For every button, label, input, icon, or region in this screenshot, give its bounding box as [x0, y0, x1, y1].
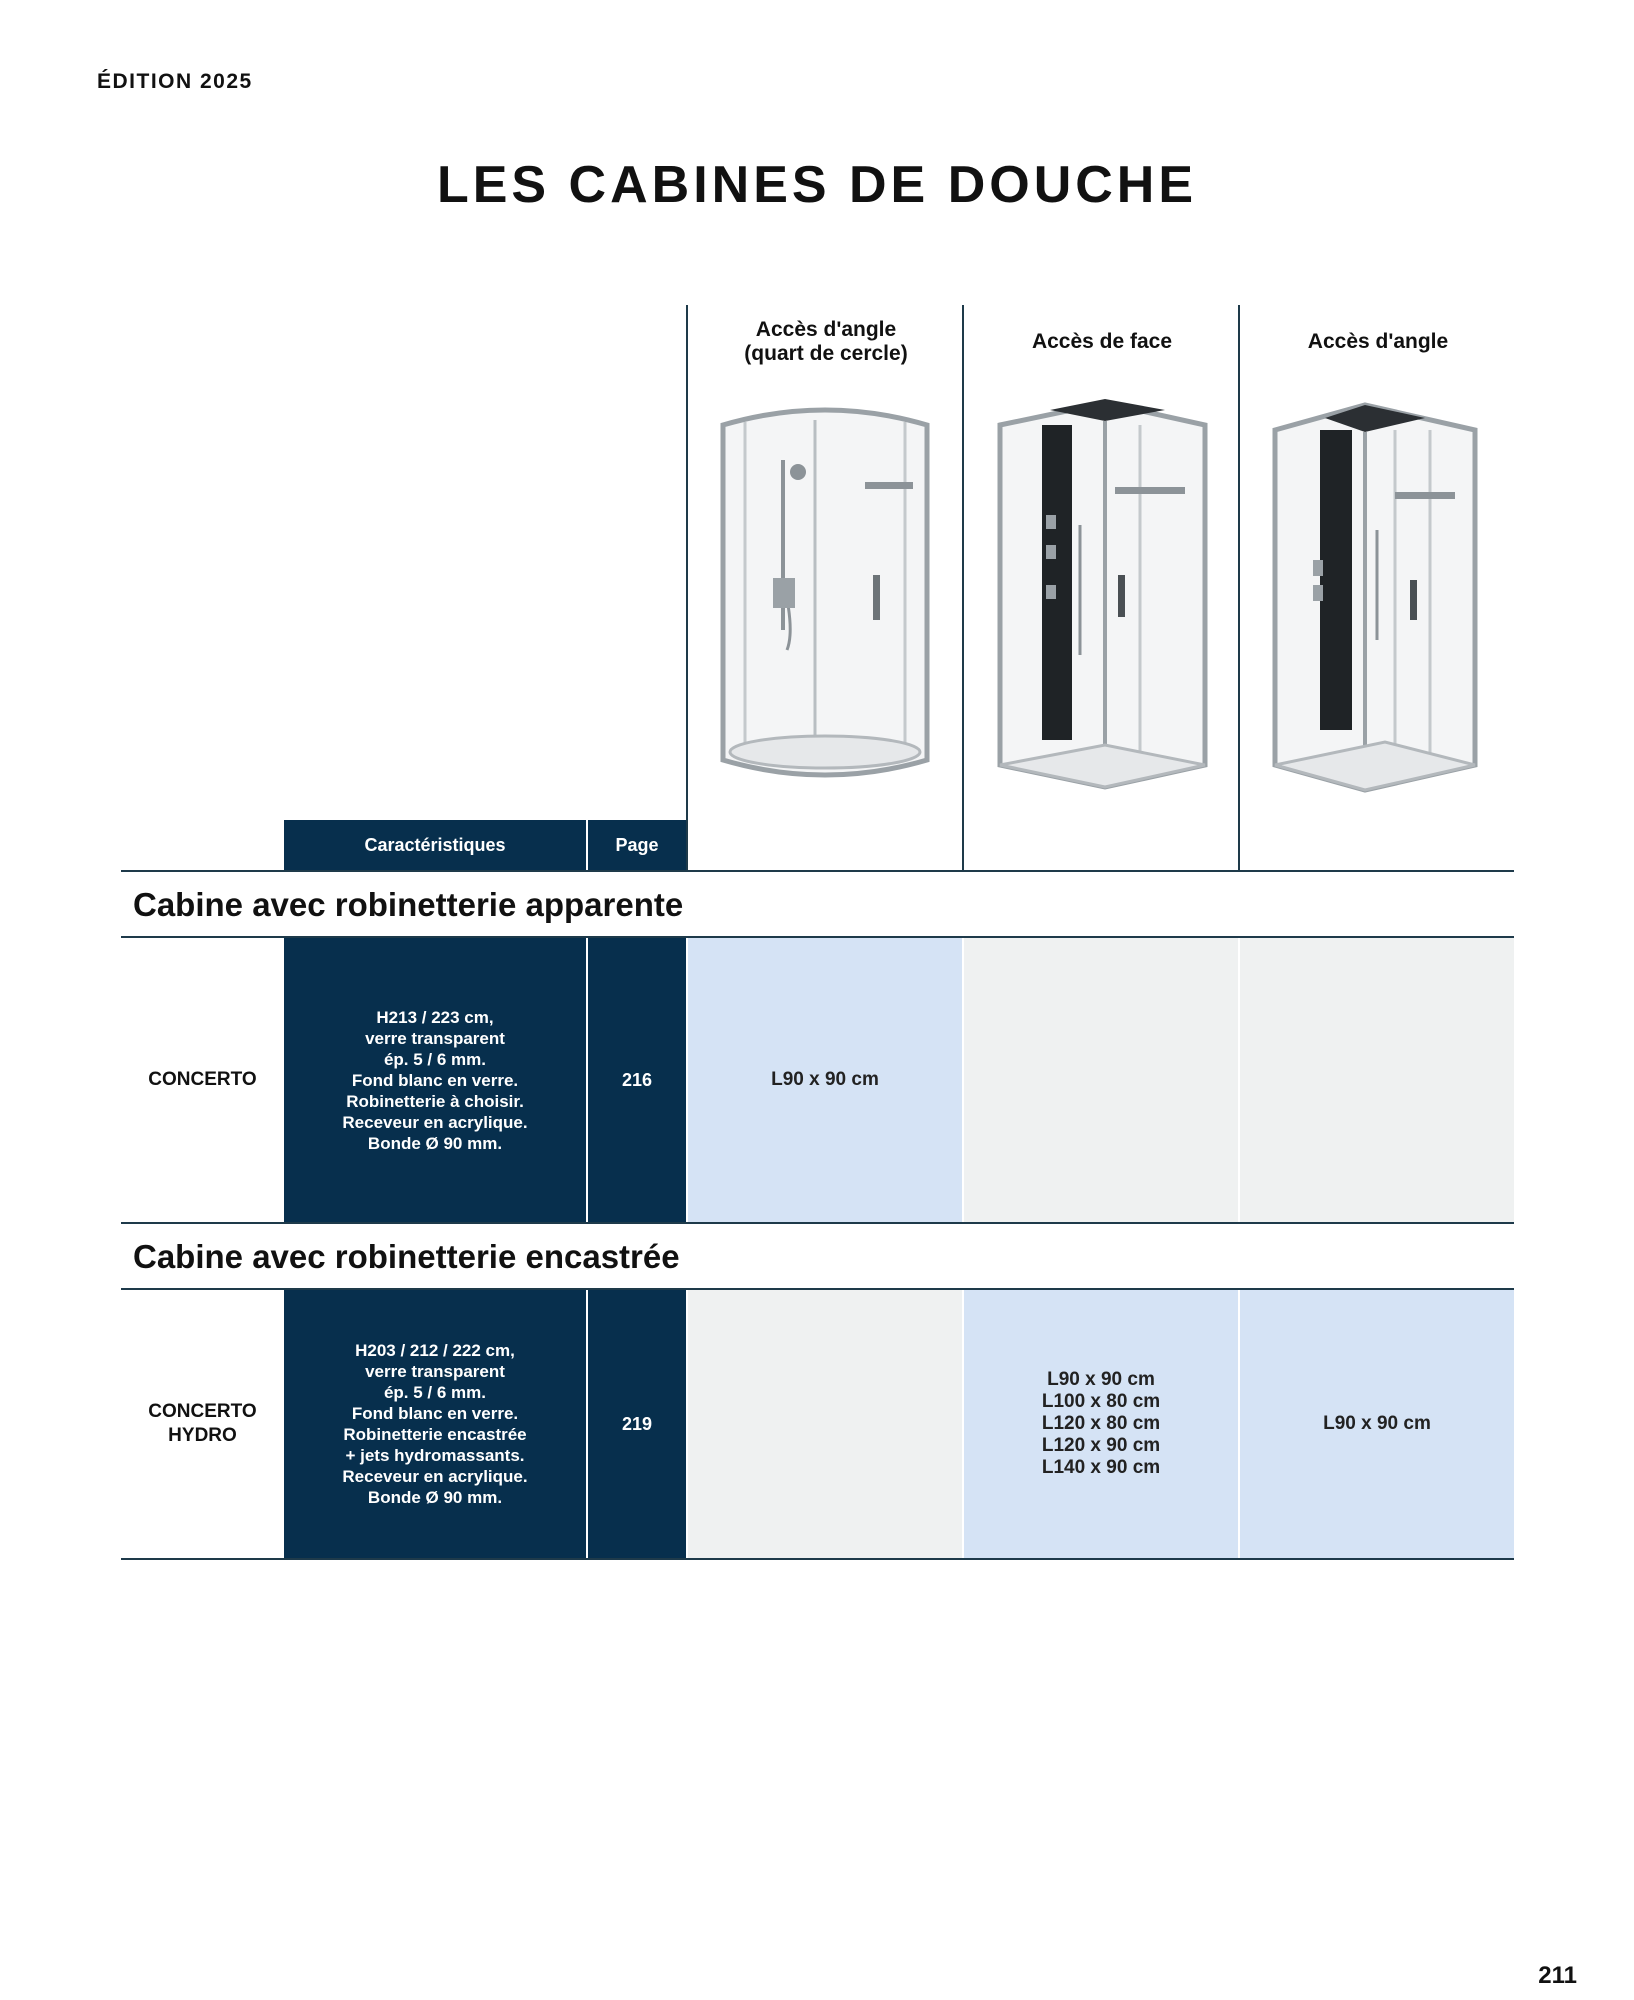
- table-rule: [121, 870, 1514, 872]
- size-cell-front: [964, 938, 1238, 1222]
- spec-line: ép. 5 / 6 mm.: [383, 1049, 487, 1069]
- spec-line: Receveur en acrylique.: [342, 1467, 528, 1486]
- front-access-cabin-image: [997, 399, 1208, 790]
- size-cell-corner: [1240, 938, 1514, 1222]
- size-line: L140 x 90 cm: [1041, 1457, 1161, 1478]
- column-divider: [962, 305, 964, 871]
- product-name-line: CONCERTO: [148, 1401, 257, 1422]
- size-line: L100 x 80 cm: [1041, 1391, 1161, 1412]
- spec-line: H203 / 212 / 222 cm,: [355, 1341, 515, 1360]
- column-head-front: Accès de face: [964, 330, 1240, 354]
- table-rule: [121, 936, 1514, 938]
- spec-line: Robinetterie à choisir.: [346, 1091, 524, 1111]
- product-name: CONCERTO: [121, 938, 284, 1222]
- column-head-line: Accès de face: [1031, 330, 1173, 353]
- column-divider: [686, 305, 688, 871]
- page-title: LES CABINES DE DOUCHE: [436, 156, 1198, 214]
- spec-line: + jets hydromassants.: [345, 1446, 525, 1465]
- spec-line: Robinetterie encastrée: [343, 1425, 527, 1444]
- spec-line: verre transparent: [365, 1362, 505, 1381]
- product-specs: H203 / 212 / 222 cm, verre transparent é…: [284, 1290, 586, 1558]
- spec-line: Bonde Ø 90 mm.: [367, 1488, 503, 1507]
- size-cell-quarter-circle: [688, 1290, 962, 1558]
- spec-line: Fond blanc en verre.: [351, 1404, 519, 1423]
- size-line: L120 x 80 cm: [1041, 1413, 1161, 1434]
- product-specs: H213 / 223 cm, verre transparent ép. 5 /…: [284, 938, 586, 1222]
- size-cell-corner: L90 x 90 cm: [1240, 1290, 1514, 1558]
- page-ref: 219: [588, 1290, 686, 1558]
- spec-line: verre transparent: [365, 1028, 505, 1048]
- column-head-line: Accès d'angle: [755, 318, 897, 341]
- column-head-quarter-circle: Accès d'angle (quart de cercle): [688, 318, 964, 366]
- column-head-corner: Accès d'angle: [1240, 330, 1516, 354]
- quarter-circle-cabin-image: [720, 407, 930, 778]
- size-line: L90 x 90 cm: [1323, 1413, 1431, 1434]
- size-line: L90 x 90 cm: [771, 1069, 879, 1090]
- spec-line: ép. 5 / 6 mm.: [383, 1383, 487, 1402]
- size-line: L90 x 90 cm: [1047, 1369, 1155, 1390]
- size-line: L120 x 90 cm: [1041, 1435, 1161, 1456]
- product-name: CONCERTO HYDRO: [121, 1290, 284, 1558]
- page-ref: 216: [588, 938, 686, 1222]
- page-number: 211: [1538, 1962, 1577, 1989]
- characteristics-header: Caractéristiques: [284, 820, 586, 870]
- column-head-line: (quart de cercle): [744, 342, 908, 365]
- spec-line: Bonde Ø 90 mm.: [367, 1133, 503, 1153]
- page-header: Page: [588, 820, 686, 870]
- section-title: Cabine avec robinetterie encastrée: [133, 1238, 680, 1275]
- table-rule: [121, 1558, 1514, 1560]
- corner-access-cabin-image: [1272, 402, 1478, 793]
- spec-line: Fond blanc en verre.: [351, 1070, 519, 1090]
- spec-line: H213 / 223 cm,: [376, 1007, 494, 1027]
- column-divider: [1238, 305, 1240, 871]
- product-name-line: CONCERTO: [148, 1069, 257, 1090]
- size-cell-quarter-circle: L90 x 90 cm: [688, 938, 962, 1222]
- table-rule: [121, 1222, 1514, 1224]
- edition-label: ÉDITION 2025: [97, 70, 253, 93]
- section-title: Cabine avec robinetterie apparente: [133, 886, 684, 923]
- size-cell-front: L90 x 90 cm L100 x 80 cm L120 x 80 cm L1…: [964, 1290, 1238, 1558]
- table-rule: [121, 1288, 1514, 1290]
- column-head-line: Accès d'angle: [1307, 330, 1449, 353]
- product-name-line: HYDRO: [168, 1425, 237, 1446]
- spec-line: Receveur en acrylique.: [342, 1112, 528, 1132]
